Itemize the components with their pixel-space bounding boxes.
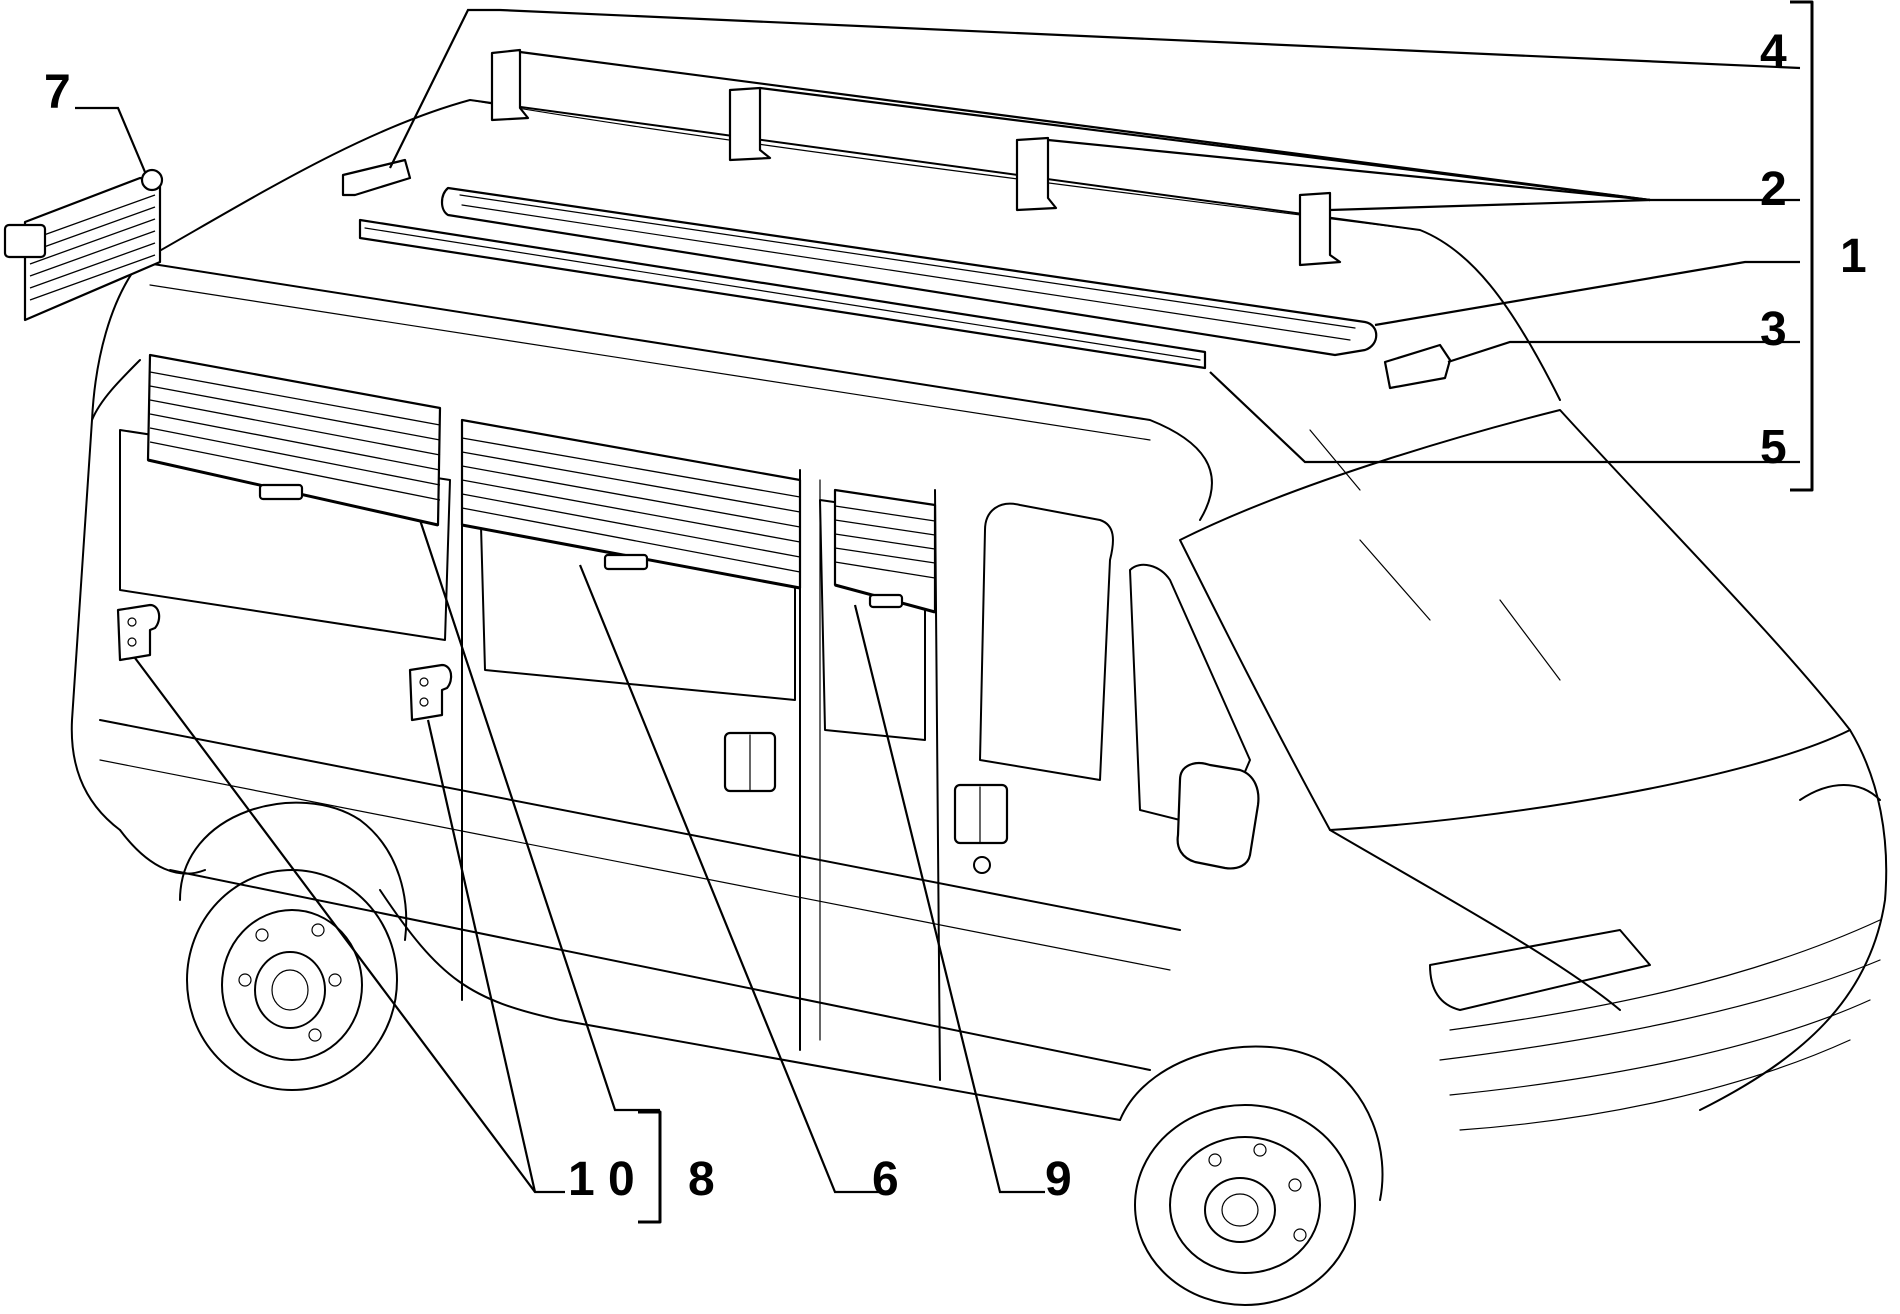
callout-10: 1 0 <box>568 1153 635 1206</box>
end-cap-3 <box>1383 343 1452 390</box>
hook-clip-10-b <box>408 663 453 722</box>
window-blind-8 <box>146 353 442 527</box>
group-bracket-right <box>1790 0 1814 492</box>
roof-rail-5 <box>358 218 1207 370</box>
callout-6: 6 <box>872 1153 899 1206</box>
rail-bracket-2-d <box>1298 191 1342 267</box>
callout-7: 7 <box>44 66 71 119</box>
rail-bracket-2-a <box>490 48 530 122</box>
callout-4: 4 <box>1760 26 1787 79</box>
callout-5: 5 <box>1760 421 1787 474</box>
callout-1: 1 <box>1840 230 1867 283</box>
roller-blind-7 <box>3 168 164 322</box>
callout-8: 8 <box>688 1153 715 1206</box>
callout-9: 9 <box>1045 1153 1072 1206</box>
rail-bracket-2-b <box>728 86 772 162</box>
end-cap-4 <box>341 158 412 197</box>
window-blind-9 <box>833 488 937 614</box>
callout-2: 2 <box>1760 163 1787 216</box>
leader-lines <box>75 8 1801 1194</box>
callout-3: 3 <box>1760 303 1787 356</box>
rail-bracket-2-c <box>1015 136 1058 212</box>
hook-clip-10-a <box>116 603 161 662</box>
roof-rail-1 <box>440 186 1378 357</box>
window-blind-6 <box>460 418 802 590</box>
group-bracket-bottom <box>638 1110 662 1224</box>
blind-slats-7 <box>29 194 156 301</box>
